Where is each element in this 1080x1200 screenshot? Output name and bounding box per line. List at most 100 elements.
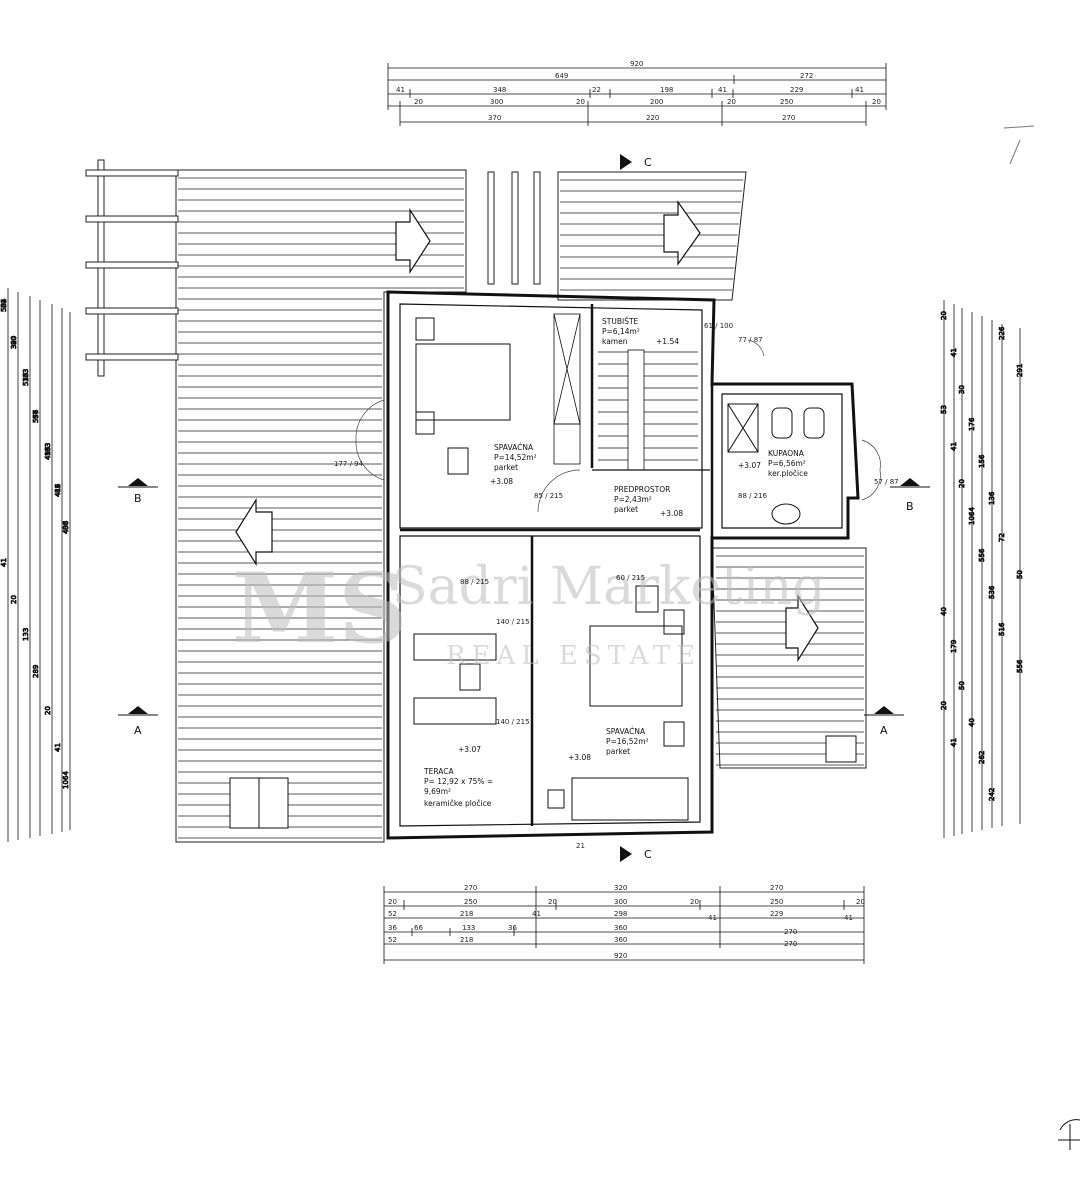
room-name: SPAVAĆNA — [606, 727, 646, 736]
building-walls — [386, 290, 860, 840]
dim-text: 41 — [950, 348, 958, 357]
dim-text: 220 — [646, 114, 659, 122]
dim-text: 516 — [998, 622, 1006, 636]
room-area: P=6,14m² — [602, 327, 640, 336]
dim-text: 179 — [950, 640, 958, 653]
left-dimension-chain: 5280133971338180412013328920411064504320… — [0, 288, 71, 842]
svg-text:270: 270 — [784, 928, 797, 936]
dim-text: 97 — [32, 410, 40, 419]
svg-text:20: 20 — [690, 898, 699, 906]
svg-text:52: 52 — [388, 936, 397, 944]
dim-text: 50 — [958, 681, 966, 690]
dim-text: 156 — [978, 454, 986, 468]
dim-text: 20 — [414, 98, 423, 106]
svg-text:57 / 87: 57 / 87 — [874, 478, 899, 486]
svg-text:88 / 216: 88 / 216 — [738, 492, 768, 500]
section-marker-b-left: B — [118, 478, 158, 505]
svg-text:140 / 215: 140 / 215 — [496, 718, 530, 726]
dim-text: 300 — [490, 98, 503, 106]
svg-text:60 / 215: 60 / 215 — [616, 574, 645, 582]
dim-text: 270 — [782, 114, 795, 122]
svg-text:177 / 94: 177 / 94 — [334, 460, 364, 468]
dim-text: 72 — [998, 533, 1006, 542]
svg-text:270: 270 — [784, 940, 797, 948]
dim-text: 250 — [780, 98, 793, 106]
bed-icon — [415, 343, 511, 421]
svg-text:20: 20 — [856, 898, 865, 906]
svg-text:36: 36 — [388, 924, 397, 932]
bottom-dimension-chain: 270 320 270 20 250 20 300 20 250 20 52 2… — [383, 884, 865, 964]
room-area: P=14,52m² — [494, 453, 537, 462]
room-predprostor: PREDPROSTOR P=2,43m² parket +3.08 — [614, 485, 683, 518]
roof-slope-arrows — [235, 200, 819, 663]
section-marker-a-right: A — [864, 706, 904, 737]
dim-text: 176 — [968, 417, 976, 431]
dim-text: 556 — [32, 409, 40, 423]
dim-text: 41 — [54, 743, 62, 752]
dim-text: 40 — [940, 607, 948, 616]
dim-text: 50 — [1016, 570, 1024, 579]
staircase — [553, 313, 698, 471]
dim-text: 41 — [950, 738, 958, 747]
room-kupaona: KUPAONA P=6,56m² ker.pločice +3.07 — [738, 449, 808, 478]
svg-text:21: 21 — [576, 842, 585, 850]
room-floor: keramičke pločice — [424, 799, 492, 808]
room-spavacna-2: SPAVAĆNA P=16,52m² parket +3.08 — [568, 727, 649, 762]
svg-text:REAL ESTATE: REAL ESTATE — [446, 641, 701, 671]
section-marker-c-bottom: C — [620, 846, 652, 862]
room-area-2: 9,69m² — [424, 787, 451, 796]
dim-text: 41 — [0, 558, 8, 567]
room-area: P=16,52m² — [606, 737, 649, 746]
dim-text: 20 — [727, 98, 736, 106]
dim-text: 20 — [10, 595, 18, 604]
dim-text: 1064 — [968, 507, 976, 525]
dim-text: 20 — [958, 479, 966, 488]
dim-text: 30 — [958, 385, 966, 394]
svg-text:MS: MS — [232, 552, 408, 665]
dim-text: 41 — [855, 86, 864, 94]
room-stubiste: STUBIŠTE P=6,14m² kamen +1.54 — [602, 317, 679, 346]
dim-text: 200 — [650, 98, 663, 106]
top-dimension-chain: 920 649 272 41 348 22 198 41 229 41 20 3… — [387, 60, 887, 126]
right-dimension-chain: 2041301761561367250401795040262242226291… — [940, 300, 1024, 838]
dim-text: 80 — [62, 521, 70, 530]
dim-text: 81 — [54, 484, 62, 493]
room-floor: ker.pločice — [768, 469, 808, 478]
dim-text: 289 — [32, 665, 40, 678]
svg-text:218: 218 — [460, 936, 473, 944]
bed-icon — [589, 625, 683, 707]
svg-text:360: 360 — [614, 924, 627, 932]
svg-text:920: 920 — [614, 952, 627, 960]
level-mark: +3.08 — [660, 509, 683, 518]
dim-text: 556 — [1016, 659, 1024, 673]
svg-text:20: 20 — [548, 898, 557, 906]
room-teraca: TERACA P= 12,92 x 75% = 9,69m² keramičke… — [423, 745, 493, 808]
dim-text: 291 — [1016, 364, 1024, 377]
svg-text:A: A — [880, 724, 888, 737]
dim-text: 504 — [0, 298, 8, 312]
svg-text:Sadri Marketing: Sadri Marketing — [392, 557, 826, 617]
level-mark: +1.54 — [656, 337, 679, 346]
dim-text: 41 — [396, 86, 405, 94]
door-swings — [355, 339, 881, 513]
dim-text: 536 — [22, 372, 30, 386]
svg-text:300: 300 — [614, 898, 627, 906]
dim-text: 198 — [660, 86, 673, 94]
section-marker-b-right: B — [890, 478, 930, 513]
level-mark: +3.07 — [458, 745, 481, 754]
room-area: P=6,56m² — [768, 459, 806, 468]
watermark: MS Sadri Marketing REAL ESTATE — [232, 552, 826, 671]
dim-text: 649 — [555, 72, 568, 80]
dim-text: 920 — [630, 60, 643, 68]
section-marker-c-top: C — [620, 154, 652, 170]
svg-text:320: 320 — [614, 884, 627, 892]
roof-hatch-left — [175, 169, 467, 843]
dim-text: 416 — [54, 483, 62, 497]
room-name: TERACA — [423, 767, 454, 776]
svg-text:77 / 87: 77 / 87 — [738, 336, 763, 344]
dim-text: 133 — [22, 369, 30, 382]
room-floor: parket — [494, 463, 518, 472]
room-area: P=2,43m² — [614, 495, 652, 504]
dim-text: 136 — [988, 491, 996, 505]
dim-text: 226 — [998, 326, 1006, 340]
